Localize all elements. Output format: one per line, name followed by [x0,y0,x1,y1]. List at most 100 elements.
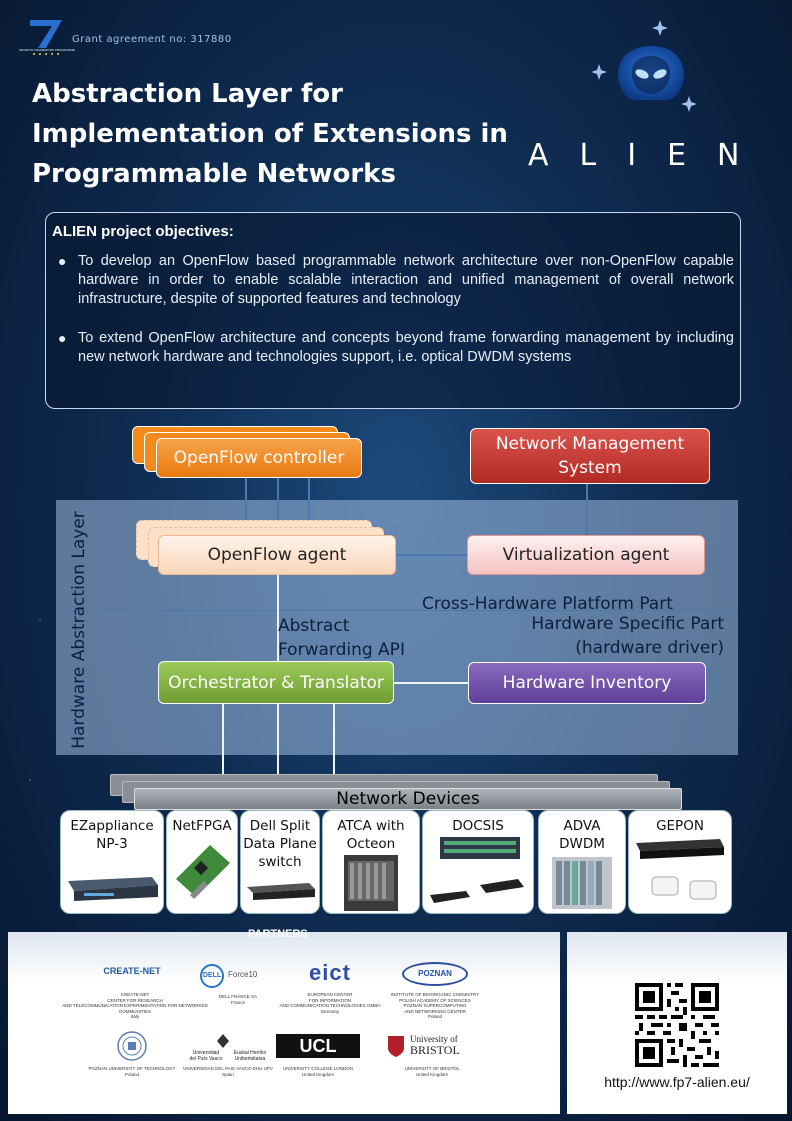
partners-title: PARTNERS [248,928,308,940]
caption-line: Poland [427,1014,442,1020]
connector-line [396,554,468,556]
device-gepon: GEPON [628,810,732,914]
caption-line: INSTITUTE OF BIOORGANIC CHEMISTRY [390,992,480,997]
eict-caption: EUROPEAN CENTER FOR INFORMATION AND COMM… [270,992,390,1014]
poznan-logo: POZNAN [402,962,468,986]
network-management-system-box: Network Management System [470,428,710,484]
nms-line: Network Management [495,434,685,454]
caption-line: Poland [124,1071,139,1077]
dell-logo-icon: DELL [200,964,224,988]
network-devices-bar: Network Devices [134,788,682,810]
virtualization-agent-box: Virtualization agent [467,535,705,575]
caption-line: United Kingdom [301,1071,335,1077]
objective-text: To extend OpenFlow architecture and conc… [78,330,734,365]
bristol-text: University of BRISTOL [410,1034,460,1057]
gepon-units-icon [636,839,724,900]
fp7-logo [30,20,62,55]
connector-line [245,478,247,536]
device-label: NP-3 [96,836,128,852]
eict-logo-text: eict [309,960,351,985]
cross-hardware-label: Cross-Hardware Platform Part [422,594,673,614]
put-caption: POZNAN UNIVERSITY OF TECHNOLOGY Poland [80,1066,184,1077]
caption-line: AND NETWORKING CENTER [404,1008,466,1014]
ucl-logo: UCL [276,1034,360,1058]
qr-code-icon[interactable] [635,983,719,1067]
device-label: Octeon [346,836,396,852]
device-label: NetFPGA [172,818,232,834]
page-title: Abstraction Layer for Implementation of … [32,74,512,194]
caption-line: EUROPEAN CENTER [307,992,353,997]
caption-line: Italy [130,1014,140,1020]
connector-line [333,704,335,788]
rack-server-icon [68,877,158,901]
dwdm-rack-icon [552,857,612,909]
netfpga-board-icon [176,845,230,899]
objectives-heading: ALIEN project objectives: [52,223,234,240]
afapi-line: Forwarding API [278,640,405,660]
eict-logo: eict [290,960,370,986]
project-url[interactable]: http://www.fp7-alien.eu/ [604,1074,750,1090]
objectives-box: ALIEN project objectives: ● To develop a… [45,212,741,409]
poznan-logo-text: POZNAN [418,969,452,978]
connector-line [277,704,279,782]
connector-line [222,704,224,776]
openflow-agent-box: OpenFlow agent [158,535,396,575]
caption-line: Germany [320,1008,340,1014]
docsis-equipment-icon [430,837,524,903]
upv-line: Universidad [192,1050,220,1056]
upv-line: del País Vasco [189,1056,223,1062]
orchestrator-translator-box: Orchestrator & Translator [158,661,394,704]
caption-line: FOR INFORMATION [309,997,351,1003]
caption-line: POZNAN UNIVERSITY OF TECHNOLOGY [88,1066,176,1071]
abstract-forwarding-api-label: Abstract Forwarding API [278,614,405,662]
device-atca: ATCA with Octeon [322,810,420,914]
upv-tree-icon [217,1034,229,1048]
hardware-specific-label: Hardware Specific Part (hardware driver) [500,612,724,660]
ucl-logo-text: UCL [299,1036,337,1056]
fp7-caption: SEVENTH FRAMEWORK PROGRAMME [19,48,75,52]
hw-specific-line: Hardware Specific Part [531,614,724,634]
device-label: GEPON [656,818,704,834]
connector-line [394,682,468,684]
device-adva: ADVA DWDM [538,810,626,914]
ucl-caption: UNIVERSITY COLLEGE LONDON United Kingdom [266,1066,370,1077]
hal-label-text: Hardware Abstraction Layer [69,511,89,749]
create-net-logo-text: CREATE-NET [103,966,161,976]
device-dell-split: Dell Split Data Plane switch [240,810,320,914]
objective-item: ● To develop an OpenFlow based programma… [52,252,734,309]
connector-line [277,575,279,661]
caption-line: France [230,999,245,1005]
hal-label: Hardware Abstraction Layer [62,510,96,750]
upv-logo: Universidad del País Vasco Euskal Herrik… [186,1034,270,1064]
upv-right-text: Euskal Herriko Unibertsitatea [228,1050,272,1062]
caption-line: CREATE-NET [120,992,150,997]
bullet-icon: ● [58,330,67,346]
hw-specific-line: (hardware driver) [575,638,724,658]
partners-panel [8,932,560,1114]
alien-wordmark: ALIEN [528,138,771,173]
switch-icon [247,883,315,900]
create-net-caption: CREATE-NET CENTER FOR RESEARCH AND TELEC… [60,992,210,1020]
hardware-inventory-box: Hardware Inventory [468,662,706,704]
device-label: ADVA [563,818,601,834]
bristol-crest-icon [388,1036,404,1057]
device-label: Dell Split [249,818,311,834]
caption-line: POZNAN SUPERCOMPUTING [403,1003,467,1009]
caption-line: DELL FRANCE SA [218,994,258,999]
device-label: switch [258,854,302,870]
upv-caption: UNIVERSIDAD DEL PAIS VASCO EHU UPV Spain [176,1066,280,1077]
nms-line: System [558,458,622,478]
caption-line: UNIVERSITY OF BRISTOL [404,1066,460,1071]
caption-line: United Kingdom [415,1071,449,1077]
poznan-university-seal-icon [117,1031,147,1061]
bristol-line: University of [410,1034,458,1044]
device-netfpga: NetFPGA [166,810,238,914]
device-label: Data Plane [243,836,317,852]
caption-line: CENTER FOR RESEARCH [107,997,163,1003]
grant-text: Grant agreement no: 317880 [72,34,232,45]
objective-text: To develop an OpenFlow based programmabl… [78,253,734,307]
poznan-caption: INSTITUTE OF BIOORGANIC CHEMISTRY POLISH… [380,992,490,1020]
hal-divider [102,610,738,611]
afapi-line: Abstract [278,616,350,636]
alien-logo-icon [591,20,697,112]
